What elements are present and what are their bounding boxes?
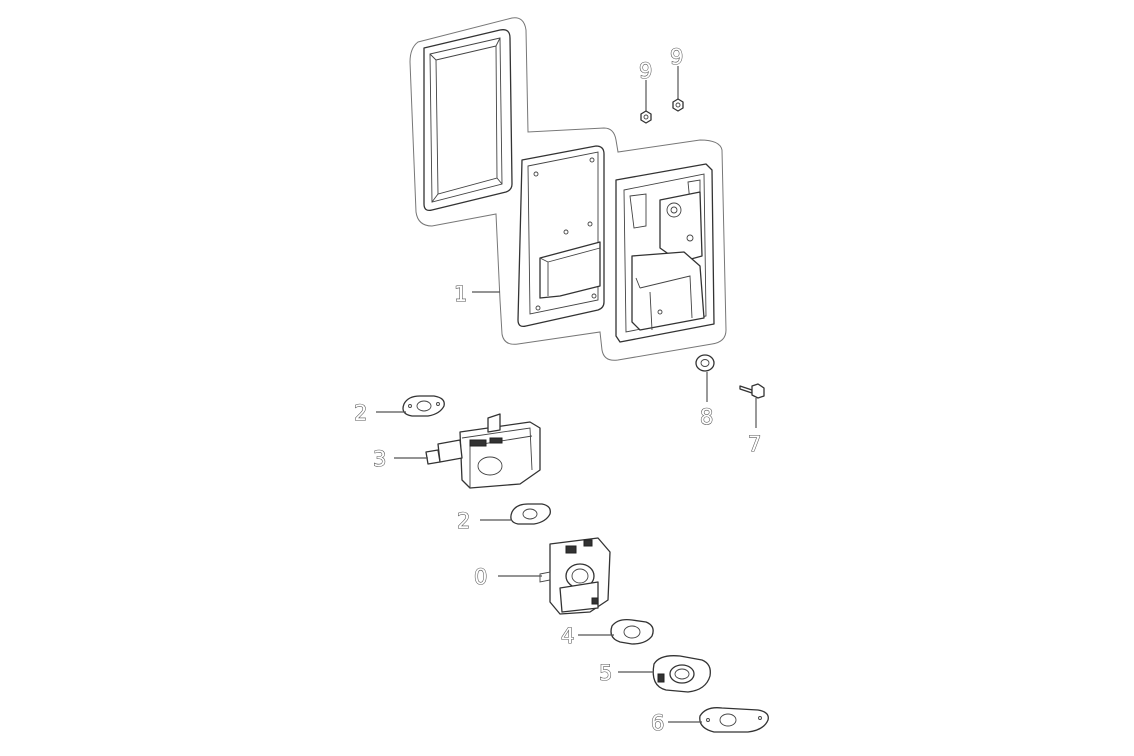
callout-2-middle: 2 bbox=[457, 509, 470, 533]
gasket-middle bbox=[480, 503, 551, 525]
callout-5: 5 bbox=[599, 661, 612, 685]
callout-3: 3 bbox=[373, 447, 386, 471]
callout-7: 7 bbox=[748, 432, 761, 456]
filter-base bbox=[615, 163, 715, 343]
callout-6: 6 bbox=[651, 711, 664, 735]
gasket-lower bbox=[578, 618, 654, 645]
carb-spacer bbox=[394, 413, 541, 489]
air-filter-assembly bbox=[409, 17, 727, 361]
carburetor bbox=[498, 537, 611, 615]
assembly-halo-outline bbox=[409, 17, 727, 361]
nut-right bbox=[672, 66, 684, 112]
gasket-upper bbox=[376, 395, 445, 417]
filter-cover bbox=[517, 145, 605, 328]
gasket-bottom bbox=[668, 707, 769, 733]
nut-left bbox=[640, 80, 652, 124]
callout-1: 1 bbox=[454, 282, 467, 306]
filter-element bbox=[423, 29, 513, 212]
washer bbox=[695, 354, 715, 402]
callout-8: 8 bbox=[700, 405, 713, 429]
callout-9-left: 9 bbox=[639, 59, 652, 83]
callout-0: 0 bbox=[474, 565, 487, 589]
callout-9-right: 9 bbox=[670, 45, 683, 69]
bolt bbox=[739, 383, 765, 428]
callout-4: 4 bbox=[561, 624, 574, 648]
callout-2-upper: 2 bbox=[354, 401, 367, 425]
intake-adapter bbox=[618, 655, 711, 693]
